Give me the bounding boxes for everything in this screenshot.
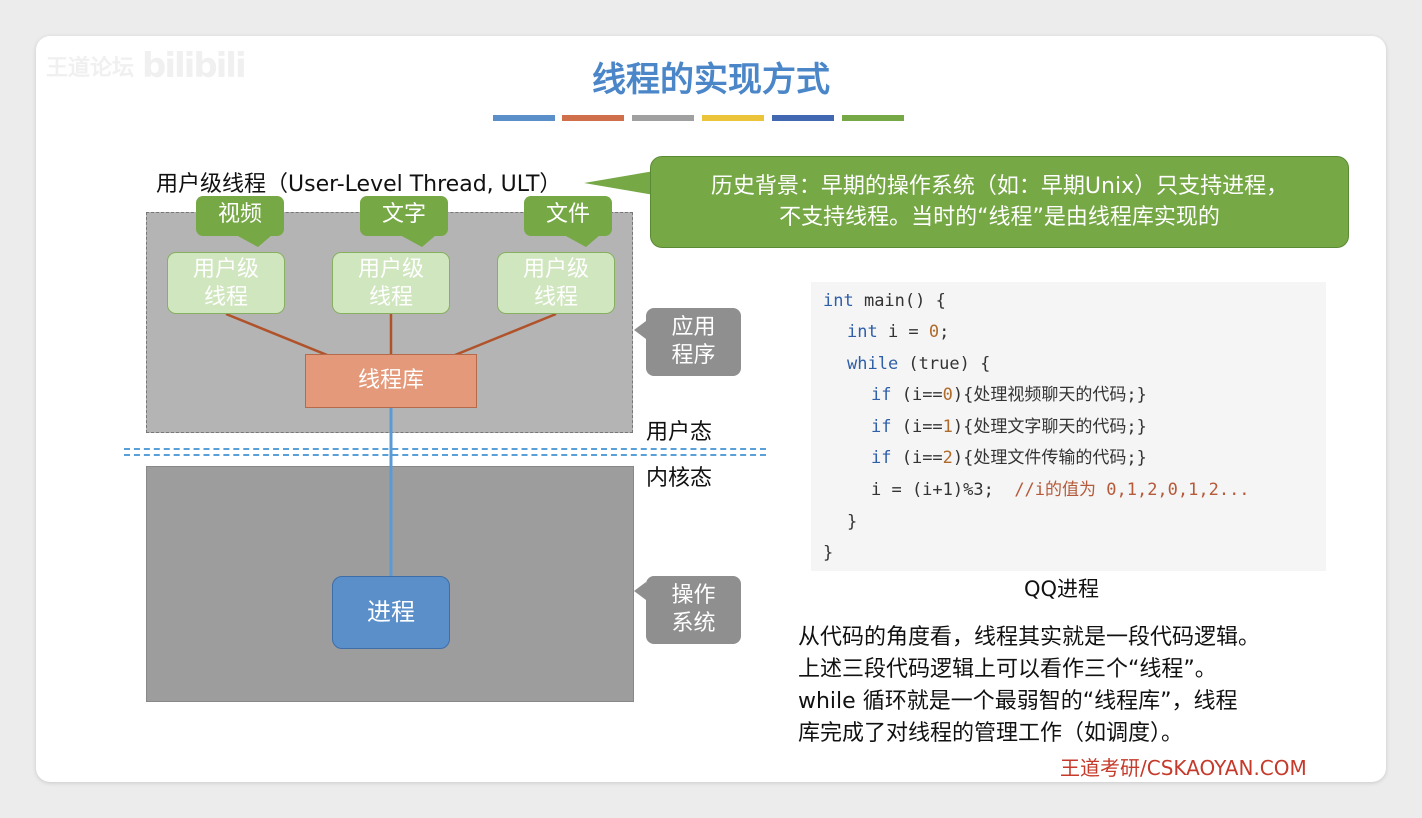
title-underbar-5 xyxy=(772,115,834,121)
code-line-3: while (true) { xyxy=(847,354,991,374)
code-line-4: if (i==0){处理视频聊天的代码;} xyxy=(871,385,1147,405)
tag-text: 文字 xyxy=(360,196,448,236)
code-line-8: } xyxy=(847,512,858,532)
explanation-line-3: while 循环就是一个最弱智的“线程库”，线程 xyxy=(798,689,1238,714)
code-line-5: if (i==1){处理文字聊天的代码;} xyxy=(871,417,1147,437)
tag-file-label: 文件 xyxy=(545,202,590,227)
title-underbar-4 xyxy=(702,115,764,121)
code-line-9: } xyxy=(823,543,834,563)
explanation-line-4: 库完成了对线程的管理工作（如调度）。 xyxy=(798,721,1184,746)
explanation-line-1: 从代码的角度看，线程其实就是一段代码逻辑。 xyxy=(798,625,1261,650)
user-level-thread-3: 用户级 线程 xyxy=(497,252,615,314)
code-line-7: i = (i+1)%3; //i的值为 0,1,2,0,1,2... xyxy=(871,480,1250,500)
user-mode-label: 用户态 xyxy=(646,420,713,445)
explanation-line-2: 上述三段代码逻辑上可以看作三个“线程”。 xyxy=(798,657,1217,682)
user-kernel-boundary xyxy=(124,448,766,456)
explanation-text: 从代码的角度看，线程其实就是一段代码逻辑。 上述三段代码逻辑上可以看作三个“线程… xyxy=(798,622,1358,750)
code-line-2: int i = 0; xyxy=(847,322,950,342)
callout-line-1: 历史背景：早期的操作系统（如：早期Unix）只支持进程， xyxy=(710,174,1289,199)
thread-library: 线程库 xyxy=(305,354,477,408)
code-caption: QQ进程 xyxy=(1024,577,1100,601)
code-line-1: int main() { xyxy=(823,291,946,311)
ult-label: 用户级线程（User-Level Thread, ULT） xyxy=(156,172,562,197)
code-line-6: if (i==2){处理文件传输的代码;} xyxy=(871,448,1147,468)
title-underbar-3 xyxy=(632,115,694,121)
watermark-brand: 王道论坛 xyxy=(46,56,135,81)
footer-brand: 王道考研/CSKAOYAN.COM xyxy=(1060,756,1307,780)
user-level-thread-1: 用户级 线程 xyxy=(167,252,285,314)
tag-video-label: 视频 xyxy=(217,202,262,227)
slide: 王道论坛 bilibili 线程的实现方式 用户级线程（User-Level T… xyxy=(36,36,1386,782)
tag-tails xyxy=(236,235,600,247)
watermark-site: bilibili xyxy=(142,46,247,86)
note-pointers xyxy=(634,321,646,600)
watermark: 王道论坛 bilibili xyxy=(46,44,276,88)
kernel-mode-label: 内核态 xyxy=(646,466,713,491)
app-note: 应用 程序 xyxy=(646,308,741,376)
title-underbar-1 xyxy=(493,115,555,121)
user-level-thread-2: 用户级 线程 xyxy=(332,252,450,314)
tag-file: 文件 xyxy=(524,196,612,236)
callout-line-2: 不支持线程。当时的“线程”是由线程库实现的 xyxy=(779,205,1220,230)
os-note: 操作 系统 xyxy=(646,576,741,644)
process-box: 进程 xyxy=(332,576,450,649)
tag-text-label: 文字 xyxy=(381,202,426,227)
code-block: int main() { int i = 0; while (true) { i… xyxy=(811,282,1326,571)
tag-video: 视频 xyxy=(196,196,284,236)
title-underbar-6 xyxy=(842,115,904,121)
slide-title: 线程的实现方式 xyxy=(592,60,830,100)
title-underbar-2 xyxy=(562,115,624,121)
history-callout: 历史背景：早期的操作系统（如：早期Unix）只支持进程， 不支持线程。当时的“线… xyxy=(650,156,1349,248)
